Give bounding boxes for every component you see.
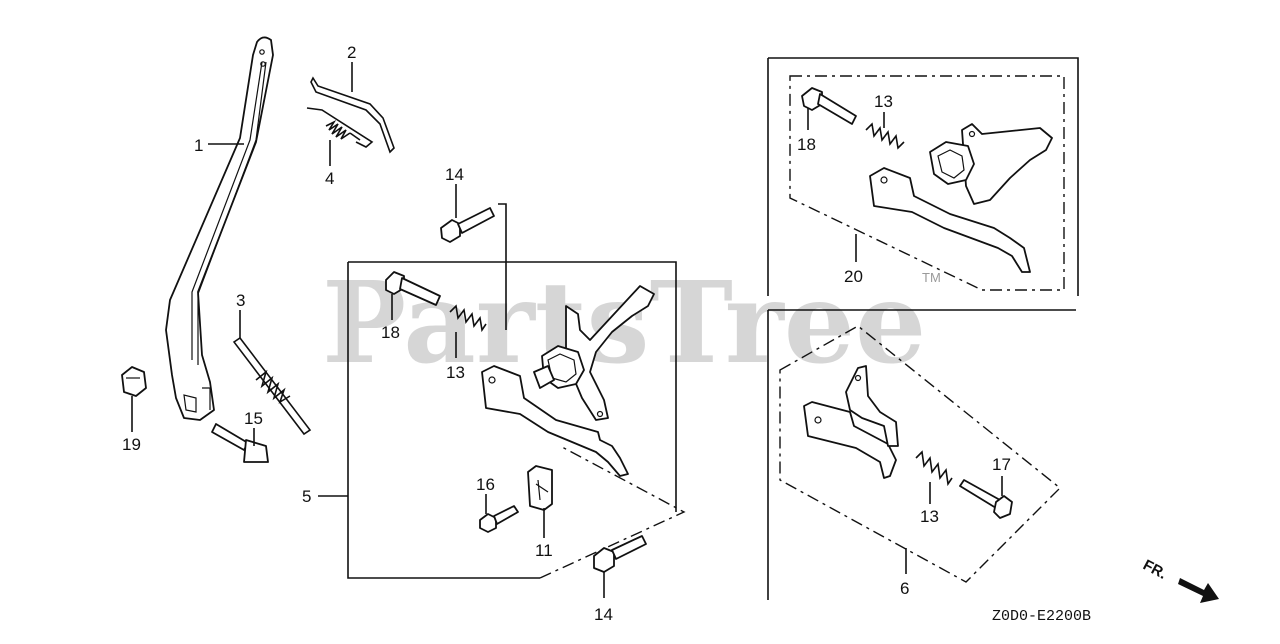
watermark-trademark: TM [922, 270, 941, 285]
leader-lines [131, 62, 1003, 598]
callout-1[interactable]: 1 [194, 136, 203, 155]
callout-20[interactable]: 20 [844, 267, 863, 286]
callout-2[interactable]: 2 [347, 43, 356, 62]
callout-13-assembly-5[interactable]: 13 [446, 363, 465, 382]
watermark-text: PartsTree [322, 258, 926, 389]
part-6-bracket[interactable] [803, 365, 899, 479]
part-13-spring-kit[interactable] [865, 122, 905, 150]
callout-15[interactable]: 15 [244, 409, 263, 428]
callout-3[interactable]: 3 [236, 291, 245, 310]
callout-16[interactable]: 16 [476, 475, 495, 494]
callout-18-assembly-20[interactable]: 18 [797, 135, 816, 154]
part-11-clip[interactable] [527, 465, 553, 511]
callout-14-top[interactable]: 14 [445, 165, 464, 184]
front-direction-arrow-icon [1178, 578, 1219, 603]
assembly-6-frame [767, 309, 1076, 600]
callout-11[interactable]: 11 [535, 541, 553, 560]
callout-13-assembly-20[interactable]: 13 [874, 92, 893, 111]
part-5-governor-arm[interactable] [481, 285, 655, 477]
part-14-bolt-bottom[interactable] [593, 535, 647, 573]
part-13-spring-lower[interactable] [915, 450, 953, 487]
part-4-spring[interactable] [325, 120, 361, 141]
callout-6[interactable]: 6 [900, 579, 909, 598]
diagram-code: Z0D0-E2200B [992, 608, 1091, 625]
front-label: FR. [1140, 557, 1169, 583]
part-20-governor-arm-kit[interactable] [869, 123, 1053, 273]
callout-14-bottom[interactable]: 14 [594, 605, 613, 624]
part-15-pin[interactable] [211, 423, 269, 463]
callout-13-assembly-6[interactable]: 13 [920, 507, 939, 526]
assembly-5-frame [347, 203, 686, 579]
part-16-screw[interactable] [479, 505, 519, 533]
callout-18-assembly-5[interactable]: 18 [381, 323, 400, 342]
callout-17[interactable]: 17 [992, 455, 1011, 474]
callout-labels: 1 2 3 4 5 6 11 13 13 13 14 14 15 16 17 1… [122, 43, 1011, 624]
part-3-rod-spring[interactable] [232, 336, 312, 436]
part-1-control-lever[interactable] [165, 36, 274, 421]
assembly-20-frame [767, 57, 1079, 296]
front-indicator: FR. [1140, 557, 1219, 603]
part-13-spring[interactable] [449, 304, 487, 333]
callout-19[interactable]: 19 [122, 435, 141, 454]
callout-5[interactable]: 5 [302, 487, 311, 506]
part-14-bolt-top[interactable] [440, 207, 495, 243]
part-17-bolt[interactable] [959, 479, 1013, 519]
callout-4[interactable]: 4 [325, 169, 334, 188]
part-18-bolt[interactable] [385, 271, 441, 306]
part-19-nut[interactable] [121, 366, 147, 397]
part-18-bolt-kit[interactable] [801, 87, 857, 125]
part-2-wire-link[interactable] [306, 76, 395, 154]
